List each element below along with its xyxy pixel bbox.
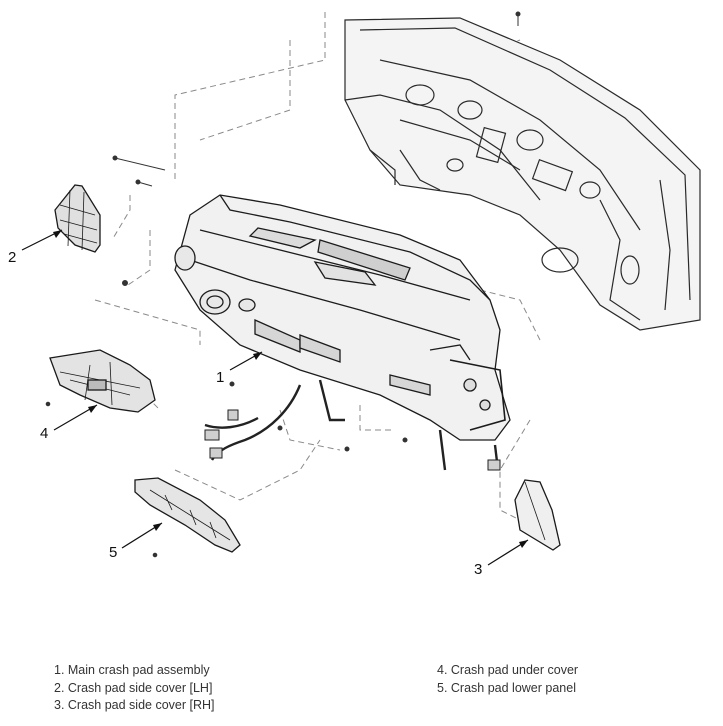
parts-legend-left: 1. Main crash pad assembly 2. Crash pad … [54, 662, 215, 715]
crash-pad-lower-panel [134, 477, 241, 553]
callout-3: 3 [474, 561, 482, 578]
legend-item-3: 3. Crash pad side cover [RH] [54, 698, 215, 712]
legend-item-4: 4. Crash pad under cover [437, 663, 579, 677]
callout-4: 4 [40, 425, 48, 442]
callout-1: 1 [216, 369, 224, 386]
exploded-assembly-diagram: 1 2 3 4 5 [8, 11, 701, 578]
vehicle-body-cowl [344, 17, 701, 331]
callout-5: 5 [109, 544, 117, 561]
legend-item-2: 2. Crash pad side cover [LH] [54, 680, 213, 695]
callout-arrowheads [53, 230, 528, 548]
legend-item-5: 5. Crash pad lower panel [437, 680, 576, 695]
parts-legend-right: 4. Crash pad under cover 5. Crash pad lo… [437, 662, 578, 697]
mounting-bolts [45, 11, 521, 558]
legend-item-1: 1. Main crash pad assembly [54, 663, 210, 677]
crash-pad-side-cover-lh [54, 184, 101, 253]
crash-pad-side-cover-rh [514, 479, 561, 551]
callout-2: 2 [8, 249, 16, 266]
crash-pad-under-cover [49, 349, 156, 413]
harness-connectors [204, 409, 501, 471]
main-crash-pad-assembly [174, 194, 511, 441]
